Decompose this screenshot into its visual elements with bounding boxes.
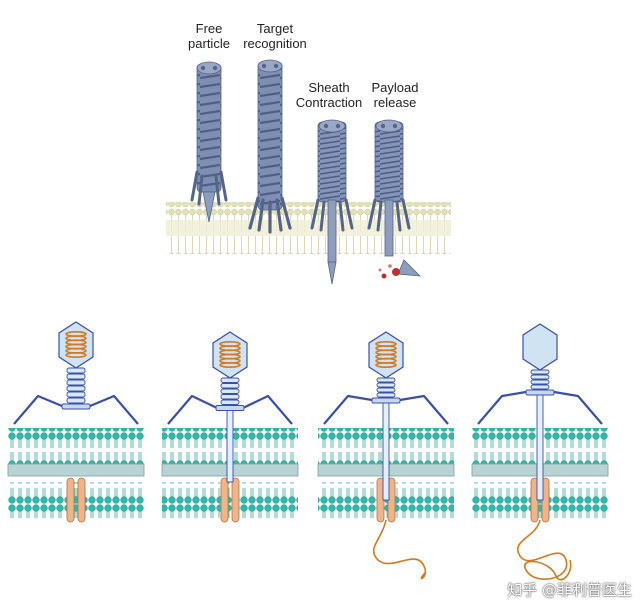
bottom-stage-dna-injected	[471, 323, 609, 581]
stage-free-particle	[190, 61, 228, 223]
top-panel-type6-secretion	[166, 59, 451, 285]
stage-sheath-contraction	[310, 119, 354, 285]
payload-effectors	[378, 264, 400, 279]
stage-target-recognition	[248, 59, 292, 234]
bottom-stage-tail-contracting	[161, 331, 299, 523]
bottom-panel-phage-injection	[7, 321, 609, 581]
bottom-stage-phage-attached	[7, 321, 145, 523]
watermark: 知乎 @菲利普医生	[507, 581, 632, 599]
capsid	[522, 323, 558, 371]
bottom-stage-tube-penetrating	[317, 331, 455, 580]
stage-payload-release	[367, 119, 422, 279]
